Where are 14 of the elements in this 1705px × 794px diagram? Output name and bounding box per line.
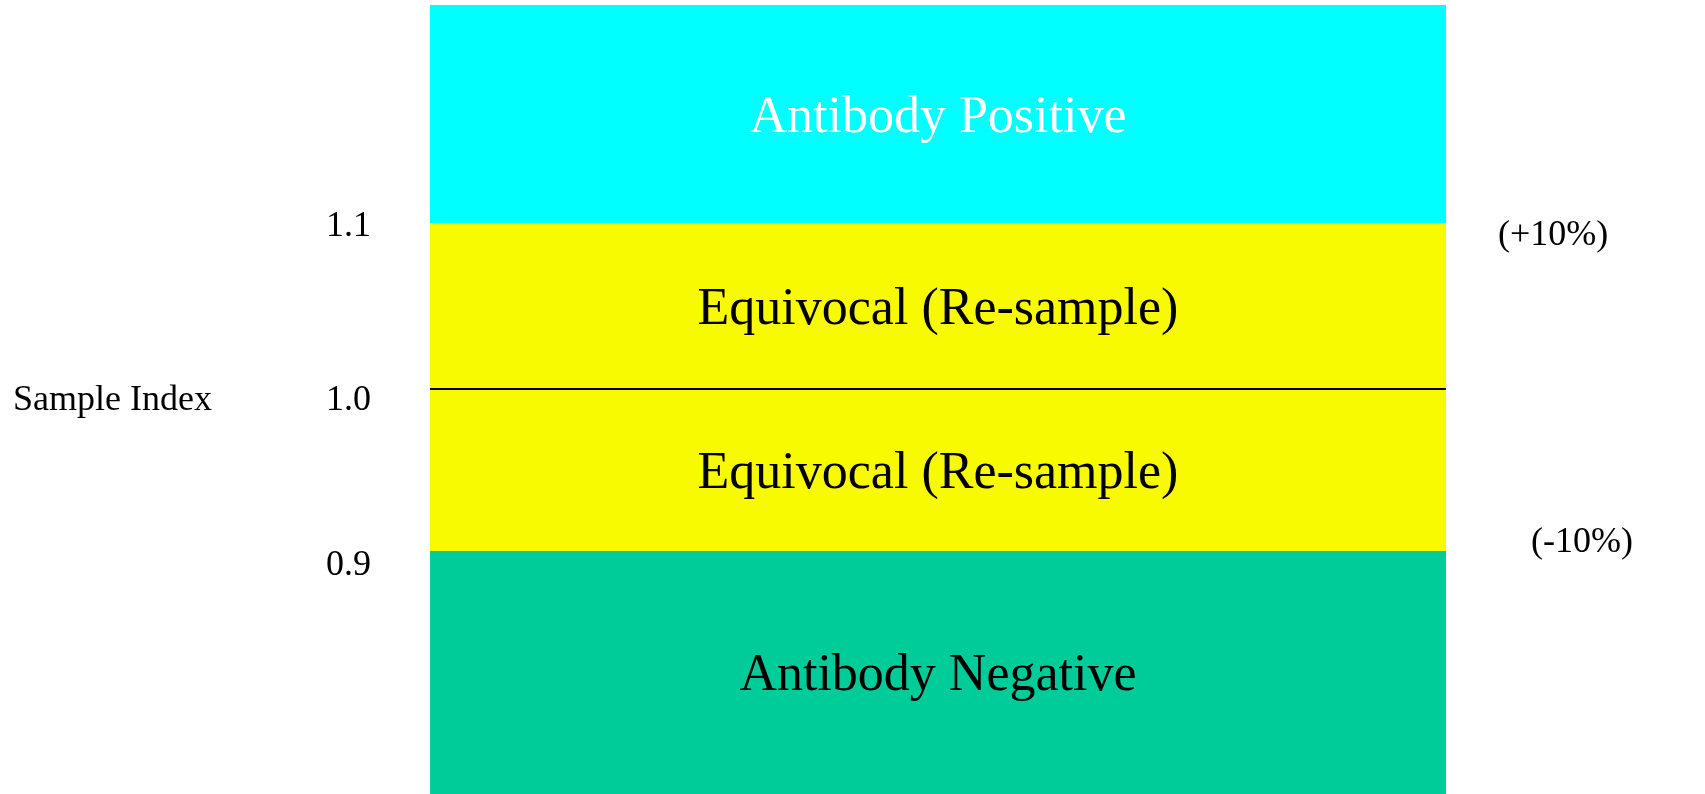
band-label: Equivocal (Re-sample) bbox=[697, 440, 1179, 500]
range-band bbox=[430, 5, 1446, 223]
axis-label: (+10%) bbox=[1498, 215, 1609, 251]
range-band bbox=[430, 551, 1446, 794]
axis-label: 1.1 bbox=[326, 206, 371, 242]
band-label: Antibody Negative bbox=[739, 643, 1137, 702]
axis-label: 1.0 bbox=[326, 380, 371, 416]
band-label: Antibody Positive bbox=[749, 84, 1127, 144]
axis-label: 0.9 bbox=[326, 545, 371, 581]
axis-label: (-10%) bbox=[1531, 522, 1633, 558]
band-label: Equivocal (Re-sample) bbox=[697, 276, 1179, 336]
axis-label: Sample Index bbox=[13, 380, 212, 416]
range-band bbox=[430, 223, 1446, 389]
range-band bbox=[430, 389, 1446, 551]
